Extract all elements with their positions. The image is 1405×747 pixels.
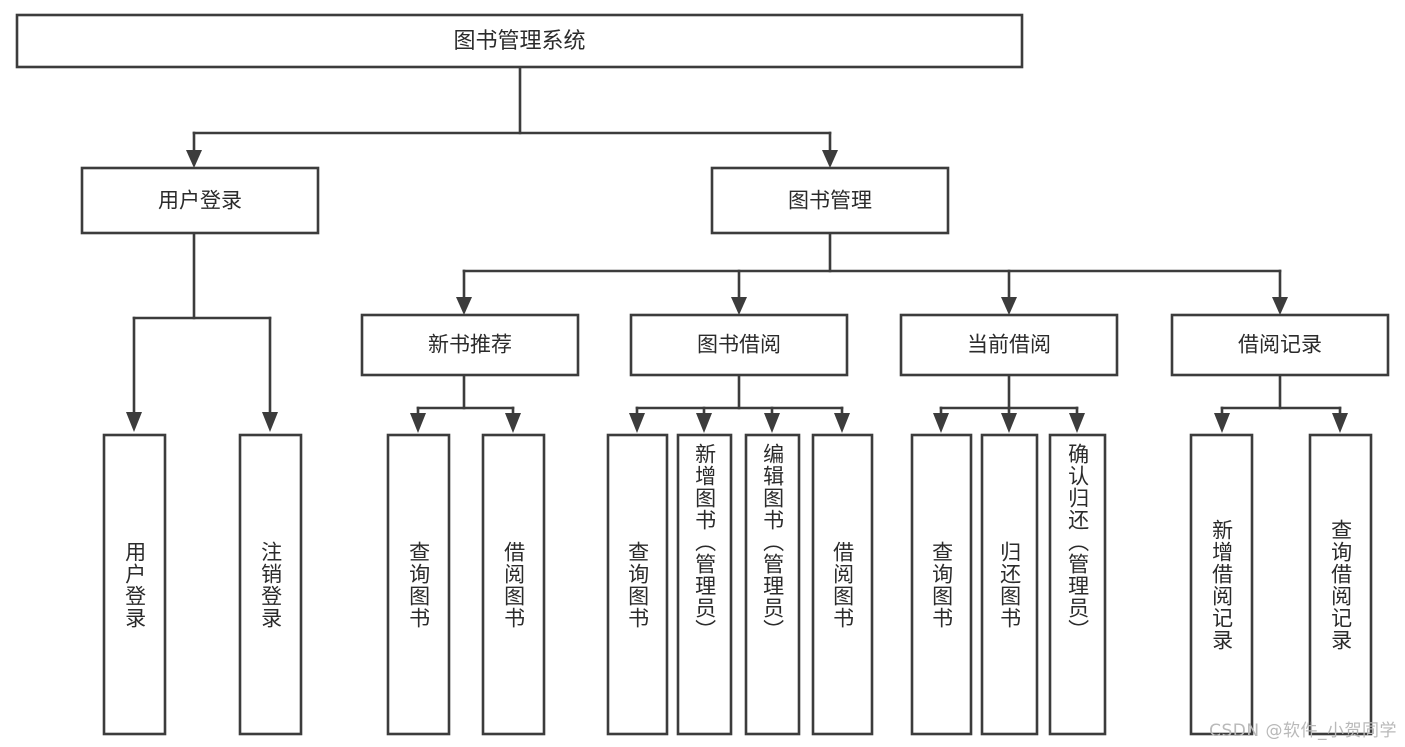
node-book-borrow[interactable]: 图书借阅 [629,313,849,377]
connector-currentborrow-to-leaves [933,373,1085,433]
node-borrow-record[interactable]: 借阅记录 [1170,313,1390,377]
leaf-box-user-login-login[interactable] [102,433,167,736]
node-root-system-label: 图书管理系统 [453,29,585,54]
leaf-box-borrowrecord-query[interactable] [1308,433,1373,736]
node-new-book-recommend-label: 新书推荐 [428,333,512,357]
leaf-box-bookborrow-add[interactable] [676,433,733,736]
connector-bookmgmt-to-level3 [456,231,1288,315]
node-user-login-label: 用户登录 [158,189,242,213]
connector-newbook-to-leaves [410,373,521,433]
node-book-borrow-label: 图书借阅 [697,333,781,357]
leaf-box-bookborrow-query[interactable] [606,433,669,736]
node-new-book-recommend[interactable]: 新书推荐 [360,313,580,377]
node-book-management[interactable]: 图书管理 [710,166,950,235]
leaf-box-borrowrecord-add[interactable] [1189,433,1254,736]
leaf-box-currentborrow-return[interactable] [980,433,1039,736]
node-current-borrow-label: 当前借阅 [967,333,1051,357]
leaf-box-user-login-logout[interactable] [238,433,303,736]
node-borrow-record-label: 借阅记录 [1238,333,1322,357]
node-current-borrow[interactable]: 当前借阅 [899,313,1119,377]
connector-bookborrow-to-leaves [629,373,850,433]
leaf-box-newbook-borrow[interactable] [481,433,546,736]
leaf-box-bookborrow-borrow[interactable] [811,433,874,736]
connector-userlogin-to-leaves [126,231,278,432]
leaf-box-bookborrow-edit[interactable] [744,433,801,736]
watermark-text: CSDN @软件_小贺同学 [1209,721,1397,741]
connector-root-to-level2 [186,65,838,168]
leaf-box-currentborrow-query[interactable] [910,433,973,736]
node-user-login[interactable]: 用户登录 [80,166,320,235]
leaf-box-currentborrow-confirm[interactable] [1048,433,1107,736]
node-book-management-label: 图书管理 [788,189,872,213]
leaf-box-newbook-query[interactable] [386,433,451,736]
node-root-system[interactable]: 图书管理系统 [15,13,1024,69]
connector-borrowrecord-to-leaves [1214,373,1348,433]
